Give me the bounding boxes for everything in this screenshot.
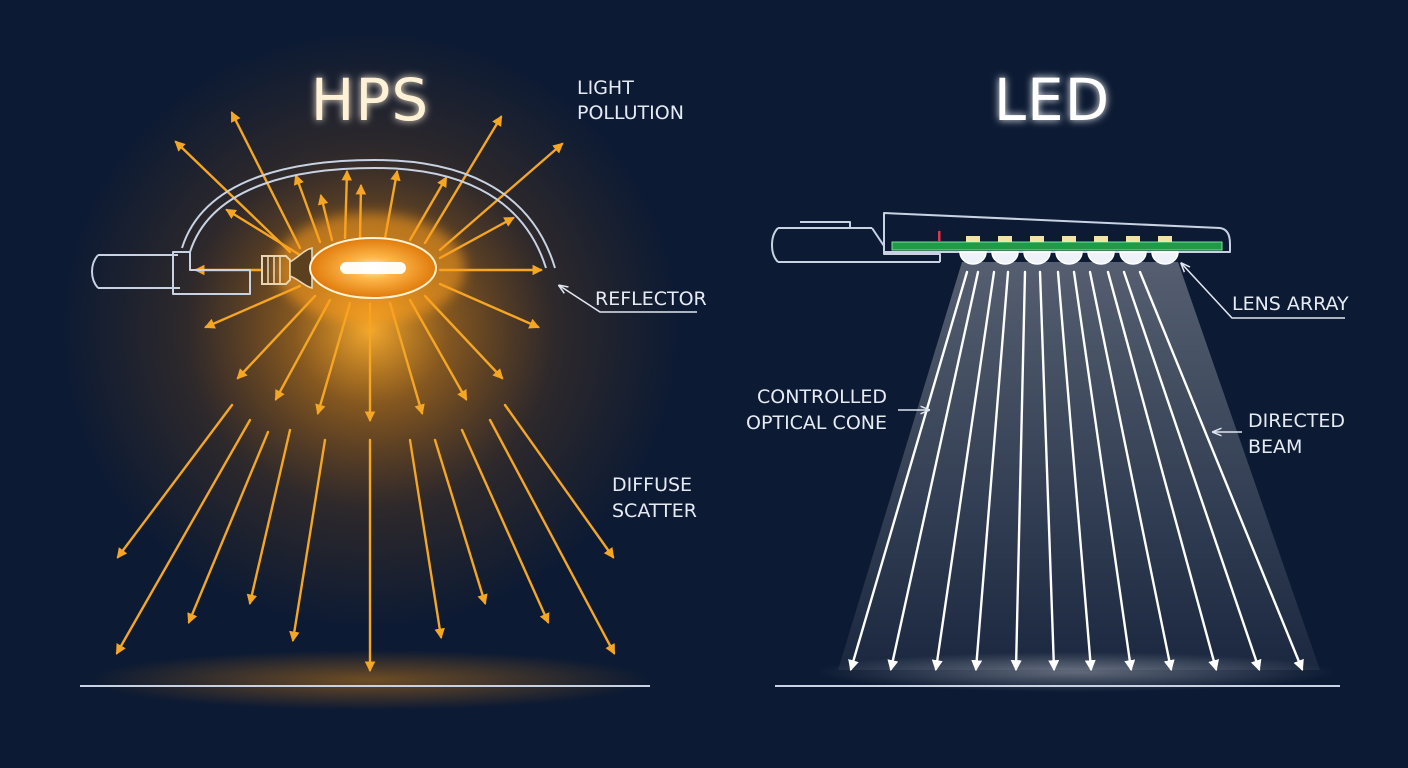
led-section: LED	[746, 66, 1349, 692]
led-bracket	[800, 221, 941, 262]
led-chips	[966, 236, 1172, 242]
hps-ray	[289, 438, 327, 643]
led-beam	[1122, 270, 1262, 672]
hps-ray	[204, 284, 302, 329]
hps-ray	[438, 142, 564, 252]
hps-ray	[246, 428, 292, 606]
hps-ray	[503, 403, 615, 559]
hps-bulb-base	[261, 255, 291, 285]
led-lens	[1055, 251, 1083, 265]
led-beam	[971, 270, 1010, 672]
hps-ray	[174, 140, 292, 254]
led-beam	[887, 270, 980, 672]
led-chip	[966, 236, 980, 242]
led-chip	[1062, 236, 1076, 242]
diffuse-scatter-label-line1: DIFFUSE	[612, 474, 692, 496]
led-lens	[1119, 251, 1147, 265]
hps-ray	[116, 403, 234, 559]
hps-ray	[488, 418, 616, 655]
light-pollution-label-line1: LIGHT	[577, 77, 634, 99]
hps-ray	[236, 294, 317, 380]
led-chip	[1126, 236, 1140, 242]
reflector-label: REFLECTOR	[595, 288, 707, 310]
hps-ray	[408, 298, 468, 401]
led-housing	[883, 212, 1231, 253]
led-title: LED	[994, 66, 1111, 134]
hps-reflector-inner	[189, 167, 547, 269]
led-lens	[1087, 251, 1115, 265]
led-beam	[931, 270, 996, 672]
led-beam	[1056, 270, 1096, 672]
hps-ray	[438, 282, 540, 329]
reflector-callout	[560, 286, 697, 313]
led-chip	[1094, 236, 1108, 242]
led-chip	[1030, 236, 1044, 242]
hps-ray	[315, 301, 352, 416]
hps-arc-tube	[340, 262, 406, 274]
led-beam	[1038, 270, 1060, 672]
led-beam	[848, 270, 969, 672]
directed-beam-label-line2: BEAM	[1248, 436, 1302, 458]
led-beam	[1010, 270, 1027, 672]
optical-cone-label-line1: CONTROLLED	[757, 386, 887, 408]
hps-ray	[115, 418, 252, 655]
led-floor-glow	[815, 652, 1335, 692]
light-pollution-label-line2: POLLUTION	[577, 102, 684, 124]
led-lens	[991, 251, 1019, 265]
hps-ray	[388, 301, 425, 416]
led-circuit-board	[891, 241, 1223, 251]
led-chip	[1158, 236, 1172, 242]
led-luminaire	[771, 212, 1231, 263]
led-lens-array	[959, 251, 1179, 265]
hps-ray	[187, 430, 270, 624]
hps-mounting-arm	[91, 254, 180, 289]
hps-ray	[274, 298, 332, 401]
lens-array-label: LENS ARRAY	[1232, 293, 1349, 315]
hps-ray	[408, 438, 445, 640]
hps-reflector	[181, 159, 556, 269]
hps-title: HPS	[311, 66, 429, 134]
led-lens	[1023, 251, 1051, 265]
hps-ray	[230, 111, 302, 250]
hps-ray	[460, 428, 550, 624]
led-beam	[1072, 270, 1136, 672]
led-chip	[998, 236, 1012, 242]
led-mounting-arm	[771, 227, 940, 263]
led-lens	[1151, 251, 1179, 265]
hps-section: HPS	[60, 30, 707, 710]
hps-ray	[433, 438, 488, 606]
optical-cone-label-line2: OPTICAL CONE	[746, 412, 887, 434]
led-light-beams	[848, 270, 1304, 672]
lens-array-callout	[1182, 264, 1345, 319]
hps-ray	[423, 115, 503, 245]
diffuse-scatter-label-line2: SCATTER	[612, 500, 697, 522]
hps-bulb	[261, 213, 465, 323]
led-beam	[1088, 270, 1175, 672]
led-beam	[1138, 270, 1304, 672]
led-beam	[1106, 270, 1220, 672]
hps-floor-glow	[90, 650, 650, 710]
hps-luminaire	[91, 159, 556, 295]
hps-ray	[423, 294, 504, 380]
directed-beam-label-line1: DIRECTED	[1248, 410, 1345, 432]
led-indicator	[938, 231, 941, 241]
led-lens	[959, 251, 987, 265]
